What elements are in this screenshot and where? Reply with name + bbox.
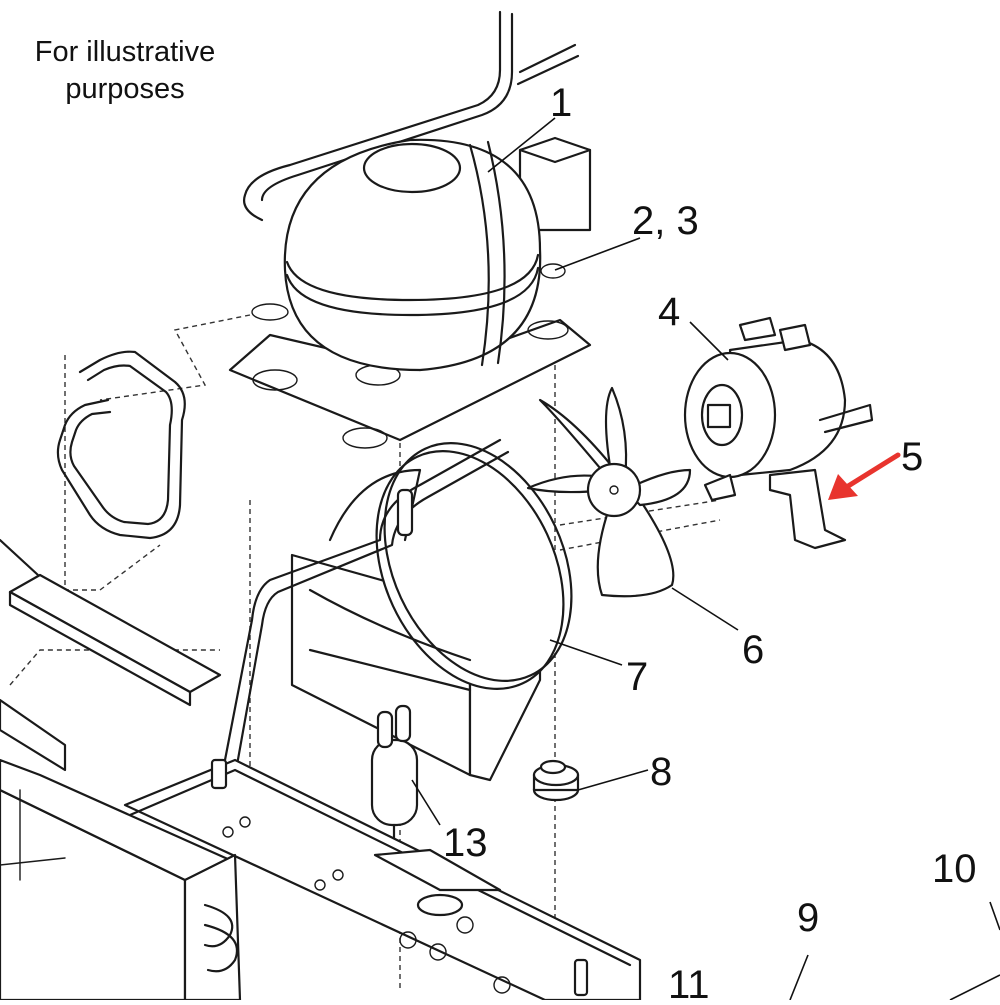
callout-10: 10	[932, 847, 977, 891]
leader-lines	[411, 117, 1000, 1001]
fan-shroud	[290, 442, 573, 782]
illustrative-note: For illustrative purposes	[20, 34, 230, 108]
red-arrow-icon	[828, 452, 901, 500]
base-frame	[123, 758, 642, 1002]
rubber-grommet	[532, 759, 580, 802]
callout-5: 5	[901, 435, 923, 479]
loop-tube	[56, 350, 186, 540]
compressor	[228, 10, 592, 449]
callout-labels: 1 2, 3 4 5 6 7 8 9 10 11 13	[443, 81, 977, 1005]
callout-2-3: 2, 3	[632, 199, 699, 243]
callout-7: 7	[626, 655, 648, 699]
filter-drier	[370, 704, 419, 862]
fan-blade	[526, 386, 692, 598]
callout-6: 6	[742, 628, 764, 672]
fan-motor	[683, 316, 874, 550]
callout-1: 1	[550, 81, 572, 125]
callout-4: 4	[658, 290, 680, 334]
callout-9: 9	[797, 896, 819, 940]
left-bracket	[0, 538, 222, 707]
callout-8: 8	[650, 750, 672, 794]
illustrative-note-line-2: purposes	[65, 73, 185, 105]
callout-11: 11	[668, 963, 710, 1000]
callout-13: 13	[443, 821, 488, 865]
illustrative-note-line-1: For illustrative	[34, 36, 216, 68]
condenser-coil	[0, 698, 242, 1002]
